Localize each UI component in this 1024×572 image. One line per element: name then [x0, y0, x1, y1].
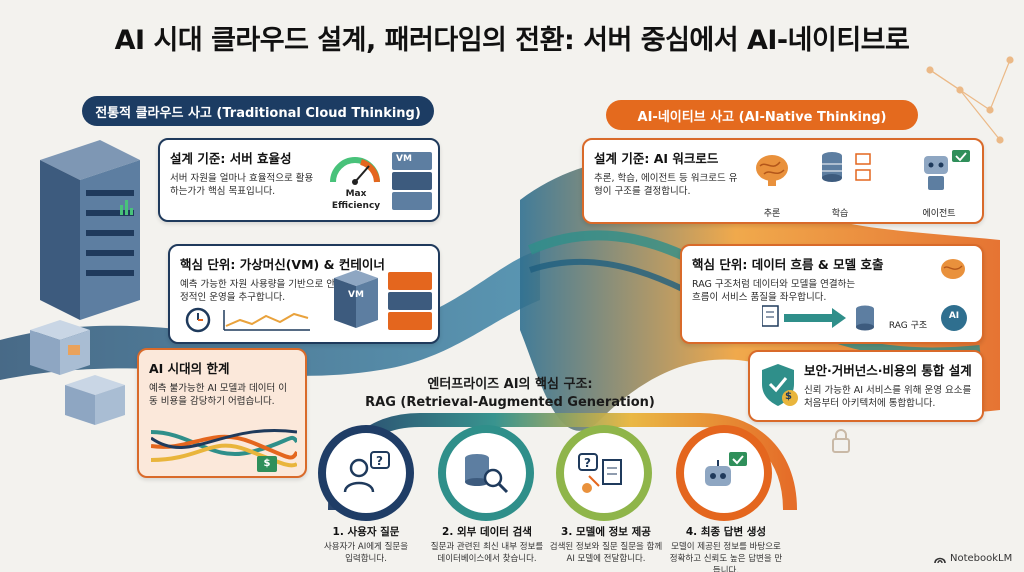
card-title: 보안·거버넌스·비용의 통합 설계	[804, 363, 972, 378]
card-desc: 추론, 학습, 에이전트 등 워크로드 유형이 구조를 결정합니다.	[594, 173, 738, 197]
notebooklm-logo-icon	[934, 557, 946, 563]
card-data-flow: 핵심 단위: 데이터 흐름 & 모델 호출 RAG 구조처럼 데이터와 모델을 …	[680, 244, 984, 344]
card-desc: 서버 자원을 얼마나 효율적으로 활용하는가가 핵심 목표입니다.	[170, 173, 314, 197]
rag-structure-label: RAG 구조	[888, 321, 928, 331]
data-flow-arrow-icon	[762, 305, 846, 328]
robot-answer-icon	[705, 452, 747, 486]
coin-icon: $	[785, 391, 792, 402]
vm-label: VM	[396, 154, 412, 164]
rag-step-2: 2. 외부 데이터 검색 질문과 관련된 최신 내부 정보를 데이터베이스에서 …	[430, 526, 544, 564]
card-desc: 예측 가능한 자원 사용량을 기반으로 안정적인 운영을 추구합니다.	[180, 279, 335, 303]
shield-icon	[762, 364, 798, 406]
card-title: 설계 기준: 서버 효율성	[170, 151, 292, 166]
ai-native-header: AI-네이티브 사고 (AI-Native Thinking)	[606, 100, 918, 130]
card-title: 핵심 단위: 가상머신(VM) & 컨테이너	[180, 257, 385, 272]
server-rack-icon	[30, 140, 140, 375]
cube-icon	[65, 375, 125, 425]
card-server-efficiency: 설계 기준: 서버 효율성 서버 자원을 얼마나 효율적으로 활용하는가가 핵심…	[158, 138, 440, 222]
rag-step-1: 1. 사용자 질문 사용자가 AI에게 질문을 입력합니다.	[323, 526, 409, 564]
card-security-governance: 보안·거버넌스·비용의 통합 설계 신뢰 가능한 AI 서비스를 위해 운영 요…	[748, 350, 984, 422]
robot-agent-icon	[924, 150, 970, 190]
database-search-icon	[465, 454, 509, 494]
workload-label-inference: 추론	[763, 209, 781, 219]
tangled-cables-icon	[151, 429, 297, 468]
gauge-label: Max Efficiency	[331, 189, 381, 211]
clock-icon	[185, 307, 211, 333]
database-icon	[822, 152, 871, 182]
page-title: AI 시대 클라우드 설계, 패러다임의 전환: 서버 중심에서 AI-네이티브…	[114, 25, 910, 56]
rag-step-3: 3. 모델에 정보 제공 검색된 정보와 질문 질문을 함께 AI 모델에 전달…	[549, 526, 663, 564]
traditional-header: 전통적 클라우드 사고 (Traditional Cloud Thinking)	[82, 96, 434, 126]
vm-server-icon	[392, 152, 432, 210]
card-desc: 신뢰 가능한 AI 서비스를 위해 운영 요소를 처음부터 아키텍처에 통합합니…	[804, 385, 972, 409]
model-info-icon: ?	[578, 453, 622, 493]
user-question-icon: ?	[343, 451, 390, 493]
card-ai-workload: 설계 기준: AI 워크로드 추론, 학습, 에이전트 등 워크로드 유형이 구…	[582, 138, 984, 224]
vm-container-stack-icon	[334, 270, 432, 330]
workload-label-training: 학습	[831, 209, 849, 219]
ai-label: AI	[948, 311, 960, 321]
brain-icon	[756, 155, 788, 186]
card-title: 설계 기준: AI 워크로드	[594, 151, 719, 166]
ai-chip-icon	[941, 305, 967, 331]
database-icon	[856, 305, 874, 331]
rag-title: 엔터프라이즈 AI의 핵심 구조: RAG (Retrieval-Augment…	[365, 377, 655, 410]
workload-label-agent: 에이전트	[922, 209, 956, 219]
rag-step-4: 4. 최종 답변 생성 모델이 제공된 정보를 바탕으로 정확하고 신뢰도 높은…	[669, 526, 783, 572]
card-vm-container: 핵심 단위: 가상머신(VM) & 컨테이너 예측 가능한 자원 사용량을 기반…	[168, 244, 440, 344]
rag-step-3-circle: ?	[556, 425, 652, 521]
rag-step-1-circle: ?	[318, 425, 414, 521]
gauge-icon	[330, 157, 380, 185]
trend-chart-icon	[223, 310, 310, 331]
card-title: AI 시대의 한계	[149, 361, 230, 376]
brain-icon	[941, 259, 965, 279]
card-title: 핵심 단위: 데이터 흐름 & 모델 호출	[692, 257, 884, 272]
notebooklm-watermark: NotebookLM	[934, 553, 1012, 564]
svg-text:?: ?	[376, 454, 383, 468]
card-desc: 예측 불가능한 AI 모델과 데이터 이동 비용을 감당하기 어렵습니다.	[149, 383, 288, 407]
money-icon: $	[257, 456, 277, 472]
card-ai-limitations: AI 시대의 한계 예측 불가능한 AI 모델과 데이터 이동 비용을 감당하기…	[137, 348, 307, 478]
vm-label: VM	[348, 290, 364, 300]
card-desc: RAG 구조처럼 데이터와 모델을 연결하는 흐름이 서비스 품질을 좌우합니다…	[692, 279, 856, 303]
rag-step-2-circle	[438, 425, 534, 521]
rag-step-4-circle	[676, 425, 772, 521]
lock-icon	[832, 429, 850, 453]
svg-text:?: ?	[584, 456, 591, 470]
